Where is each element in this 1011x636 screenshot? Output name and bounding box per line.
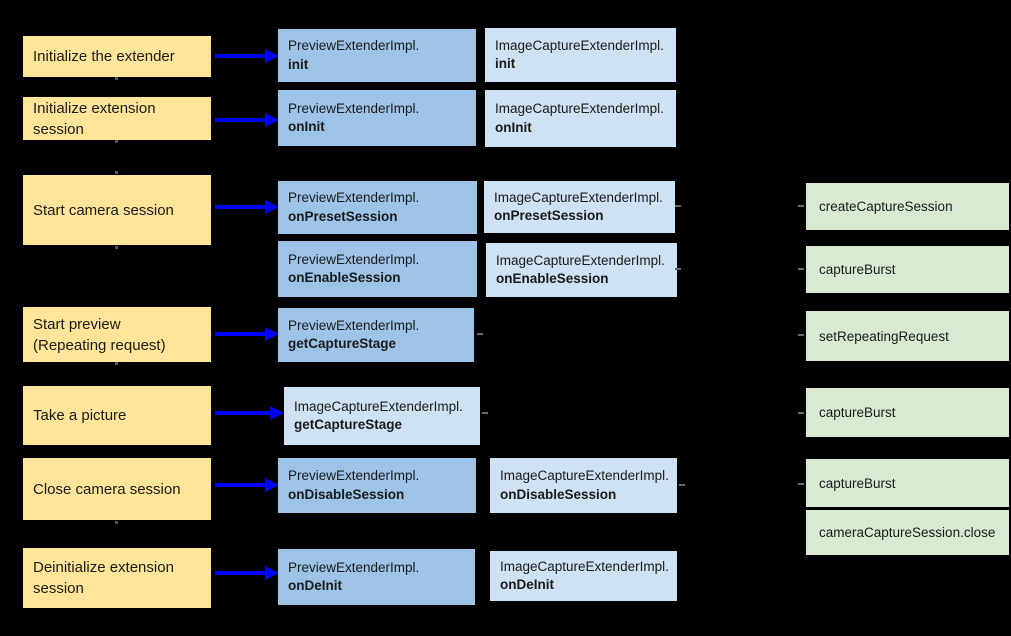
arrow-line: [215, 54, 266, 58]
connector-dash: [798, 268, 804, 270]
step-label: Initialize the extender: [33, 48, 175, 65]
arrow-head-icon: [265, 113, 279, 127]
box-preview-init: PreviewExtenderImpl. init: [278, 29, 476, 82]
step-start-preview: Start preview (Repeating request): [23, 307, 211, 362]
step-start-camera-session: Start camera session: [23, 175, 211, 245]
method-name: init: [288, 56, 309, 72]
box-preview-getcapturestage: PreviewExtenderImpl. getCaptureStage: [278, 308, 474, 362]
connector-dot: [115, 140, 118, 143]
camera2-call-label: createCaptureSession: [819, 199, 953, 214]
step-label: Start camera session: [33, 201, 174, 219]
class-name: ImageCaptureExtenderImpl.: [500, 468, 669, 484]
class-name: ImageCaptureExtenderImpl.: [494, 189, 663, 205]
connector-dash: [679, 484, 685, 486]
method-name: getCaptureStage: [294, 417, 403, 432]
connector-dash: [798, 483, 804, 485]
class-name: ImageCaptureExtenderImpl.: [294, 398, 463, 414]
method-name: onEnableSession: [496, 271, 609, 286]
arrow-line: [215, 332, 266, 336]
arrow-line: [215, 411, 271, 415]
box-imagecapture-getcapturestage: ImageCaptureExtenderImpl. getCaptureStag…: [284, 387, 480, 445]
step-deinitialize-extension-session: Deinitialize extension session: [23, 548, 211, 608]
connector-dot: [115, 521, 118, 524]
method-name: onDeInit: [288, 578, 342, 593]
box-camera2-cameracapturesession-close: cameraCaptureSession.close: [806, 510, 1009, 555]
method-name: onPresetSession: [494, 208, 604, 223]
box-imagecapture-onenablesession: ImageCaptureExtenderImpl. onEnableSessio…: [486, 243, 677, 297]
method-name: onInit: [288, 119, 325, 134]
camera2-call-label: captureBurst: [819, 262, 896, 277]
camera2-call-label: captureBurst: [819, 475, 896, 491]
class-name: ImageCaptureExtenderImpl.: [500, 558, 669, 574]
method-name: onEnableSession: [288, 270, 401, 285]
box-imagecapture-ondeinit: ImageCaptureExtenderImpl. onDeInit: [490, 551, 677, 601]
step-label: Deinitialize extension session: [33, 559, 174, 597]
method-name: onPresetSession: [288, 208, 398, 224]
camera2-call-label: captureBurst: [819, 405, 896, 420]
class-name: ImageCaptureExtenderImpl.: [495, 37, 664, 53]
method-name: onDeInit: [500, 577, 554, 592]
step-label: Start preview (Repeating request): [33, 315, 166, 354]
box-imagecapture-init: ImageCaptureExtenderImpl. init: [485, 28, 676, 82]
connector-dash: [477, 333, 483, 335]
connector-dash: [482, 412, 488, 414]
box-camera2-captureburst-3: captureBurst: [806, 459, 1009, 507]
class-name: PreviewExtenderImpl.: [288, 468, 420, 484]
arrow-line: [215, 205, 266, 209]
connector-dash: [798, 205, 804, 207]
connector-dash: [675, 205, 681, 207]
step-take-a-picture: Take a picture: [23, 386, 211, 445]
step-close-camera-session: Close camera session: [23, 458, 211, 520]
box-preview-ondeinit: PreviewExtenderImpl. onDeInit: [278, 549, 475, 605]
connector-dash: [798, 412, 804, 414]
class-name: PreviewExtenderImpl.: [288, 190, 420, 206]
box-camera2-setrepeatingrequest: setRepeatingRequest: [806, 311, 1009, 361]
camera2-call-label: setRepeatingRequest: [819, 328, 949, 344]
connector-dot: [115, 171, 118, 174]
box-camera2-captureburst-2: captureBurst: [806, 388, 1009, 437]
arrow-head-icon: [270, 406, 284, 420]
connector-dot: [115, 77, 118, 80]
step-initialize-the-extender: Initialize the extender: [23, 36, 211, 77]
step-label: Close camera session: [33, 480, 181, 498]
class-name: PreviewExtenderImpl.: [288, 100, 420, 116]
box-preview-oninit: PreviewExtenderImpl. onInit: [278, 90, 476, 146]
arrow-line: [215, 118, 266, 122]
arrow-head-icon: [265, 327, 279, 341]
method-name: onDisableSession: [288, 486, 405, 502]
method-name: getCaptureStage: [288, 336, 397, 351]
arrow-line: [215, 571, 266, 575]
method-name: onInit: [495, 119, 532, 135]
box-preview-onpresetsession: PreviewExtenderImpl. onPresetSession: [278, 181, 477, 234]
box-imagecapture-ondisablesession: ImageCaptureExtenderImpl. onDisableSessi…: [490, 458, 677, 513]
connector-dot: [115, 246, 118, 249]
box-preview-onenablesession: PreviewExtenderImpl. onEnableSession: [278, 241, 477, 297]
connector-dash: [675, 268, 681, 270]
class-name: ImageCaptureExtenderImpl.: [496, 252, 665, 268]
class-name: PreviewExtenderImpl.: [288, 251, 420, 267]
camera2-call-label: cameraCaptureSession.close: [819, 525, 996, 540]
connector-dot: [115, 362, 118, 365]
class-name: PreviewExtenderImpl.: [288, 559, 420, 575]
class-name: ImageCaptureExtenderImpl.: [495, 101, 664, 117]
step-initialize-extension-session: Initialize extension session: [23, 97, 211, 140]
class-name: PreviewExtenderImpl.: [288, 317, 420, 333]
arrow-head-icon: [265, 49, 279, 63]
box-imagecapture-onpresetsession: ImageCaptureExtenderImpl. onPresetSessio…: [484, 181, 675, 233]
box-imagecapture-oninit: ImageCaptureExtenderImpl. onInit: [485, 90, 676, 147]
step-label: Initialize extension session: [33, 99, 156, 138]
method-name: init: [495, 56, 516, 71]
arrow-head-icon: [265, 200, 279, 214]
class-name: PreviewExtenderImpl.: [288, 38, 420, 54]
box-camera2-createcapturesession: createCaptureSession: [806, 183, 1009, 230]
arrow-line: [215, 483, 266, 487]
step-label: Take a picture: [33, 407, 127, 424]
connector-dash: [798, 334, 804, 336]
arrow-head-icon: [265, 566, 279, 580]
arrow-head-icon: [265, 478, 279, 492]
box-preview-ondisablesession: PreviewExtenderImpl. onDisableSession: [278, 458, 476, 513]
method-name: onDisableSession: [500, 486, 617, 502]
box-camera2-captureburst-1: captureBurst: [806, 246, 1009, 293]
